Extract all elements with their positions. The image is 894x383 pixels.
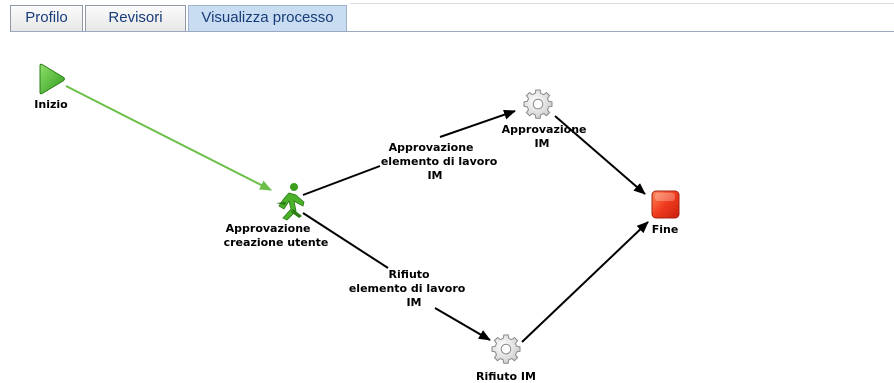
edge-reject-label-line1: Rifiuto — [389, 268, 430, 281]
edge-reject-label: Rifiuto elemento di lavoro IM — [349, 268, 469, 309]
tab-bar-top-border — [350, 3, 894, 4]
node-im-reject[interactable]: Rifiuto IM — [476, 334, 536, 383]
node-start[interactable]: Inizio — [34, 63, 68, 111]
edge-start-to-user-creation — [65, 85, 272, 191]
tab-revisori[interactable]: Revisori — [85, 5, 186, 31]
gear-icon — [491, 334, 521, 364]
tab-bar: Profilo Revisori Visualizza processo — [0, 0, 894, 34]
edge-user-creation-to-im-approval-part2 — [439, 109, 516, 138]
node-im-approval-label-line2: IM — [534, 137, 549, 150]
edge-approve-label-line3: IM — [427, 169, 442, 182]
node-im-approval-label-line1: Approvazione — [502, 123, 587, 136]
node-user-creation-label-line2: creazione utente — [224, 236, 329, 249]
node-im-reject-label: Rifiuto IM — [476, 370, 536, 383]
node-user-creation-label-line1: Approvazione — [226, 222, 311, 235]
edge-approve-label-line2: elemento di lavoro — [381, 155, 498, 168]
node-end-label: Fine — [652, 223, 679, 236]
node-user-creation-label: Approvazione creazione utente — [224, 222, 329, 249]
gear-icon — [523, 89, 553, 119]
edge-approve-label-line1: Approvazione — [389, 141, 474, 154]
edge-reject-label-line3: IM — [406, 296, 421, 309]
process-diagram: Inizio Approvazione creazione utente App… — [34, 63, 680, 383]
edge-im-approval-to-end — [554, 115, 646, 195]
node-start-label: Inizio — [34, 98, 68, 111]
edge-im-reject-to-end — [521, 221, 649, 343]
edge-reject-label-line2: elemento di lavoro — [349, 282, 466, 295]
start-play-icon — [39, 63, 65, 95]
node-im-approval-label: Approvazione IM — [502, 123, 591, 150]
node-im-approval[interactable]: Approvazione IM — [502, 89, 591, 150]
node-user-creation-approval[interactable]: Approvazione creazione utente — [224, 183, 329, 249]
tab-visualizza-processo[interactable]: Visualizza processo — [188, 5, 347, 32]
edge-user-creation-to-im-reject-part2 — [434, 307, 491, 341]
tab-bar-bottom-border — [10, 31, 894, 32]
node-end[interactable]: Fine — [651, 190, 680, 236]
tab-profilo[interactable]: Profilo — [10, 5, 83, 31]
running-person-icon — [276, 183, 305, 221]
edge-approve-label: Approvazione elemento di lavoro IM — [381, 141, 501, 182]
stop-square-icon — [651, 190, 680, 219]
edge-user-creation-to-im-reject-part1 — [302, 212, 389, 269]
edge-user-creation-to-im-approval-part1 — [302, 165, 381, 196]
